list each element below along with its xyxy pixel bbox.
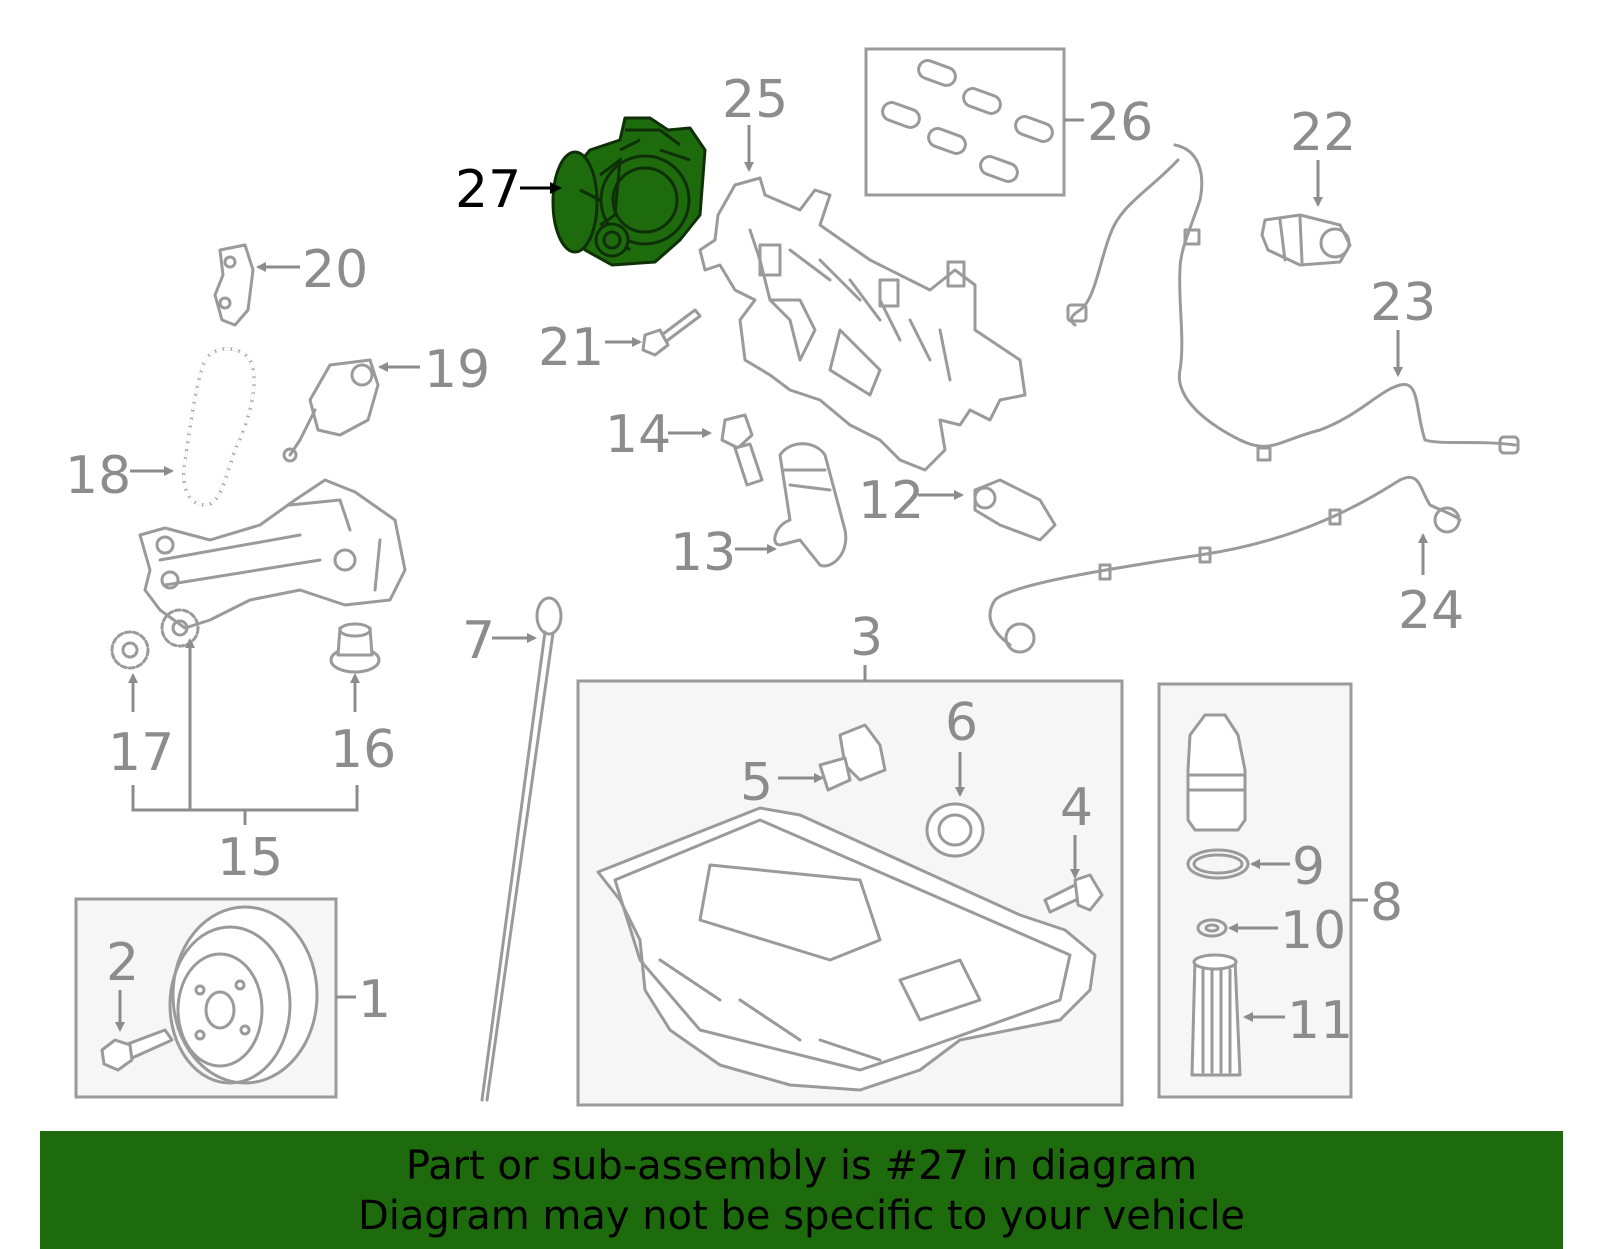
part-7-dipstick[interactable]	[480, 596, 563, 1102]
part-9-oring[interactable]	[1186, 848, 1250, 880]
callout-27-label: 27	[455, 160, 521, 220]
part-17-sprocket[interactable]	[110, 630, 150, 670]
callout-13-label: 13	[670, 523, 736, 583]
callout-10-label: 10	[1280, 901, 1346, 961]
callout-2-label: 2	[106, 933, 139, 993]
part-19-tensioner[interactable]	[282, 358, 380, 463]
callout-17-label: 17	[108, 723, 174, 783]
callout-26: 26	[1064, 93, 1153, 153]
callout-11-label: 11	[1287, 991, 1353, 1051]
part-8-filter-housing[interactable]	[1186, 713, 1247, 832]
callout-11: 11	[1243, 991, 1353, 1051]
callout-24: 24	[1398, 533, 1464, 641]
part-4-drain-bolt[interactable]	[1043, 873, 1104, 914]
callout-23: 23	[1370, 273, 1436, 377]
callout-1-label: 1	[358, 970, 391, 1030]
callout-21: 21	[538, 318, 642, 378]
part-26-gasket-set[interactable]	[864, 47, 1066, 197]
callout-3: 3	[850, 608, 883, 681]
callout-26-label: 26	[1087, 93, 1153, 153]
part-3-oil-pan[interactable]	[596, 806, 1097, 1092]
banner-line-2: Diagram may not be specific to your vehi…	[357, 1193, 1246, 1239]
part-11-filter-element[interactable]	[1190, 953, 1242, 1077]
callout-22: 22	[1290, 103, 1356, 207]
callout-21-label: 21	[538, 318, 604, 378]
callout-6-label: 6	[945, 693, 978, 753]
part-27-throttle-body[interactable]	[551, 116, 707, 267]
callout-10: 10	[1228, 901, 1346, 961]
part-2-bolt[interactable]	[100, 1028, 174, 1072]
callout-8: 8	[1351, 873, 1403, 933]
callout-19: 19	[378, 340, 490, 400]
callout-16-label: 16	[330, 720, 396, 780]
callout-12: 12	[858, 471, 964, 531]
part-14-bolt[interactable]	[720, 413, 764, 487]
callout-14: 14	[605, 405, 712, 465]
callout-9: 9	[1250, 837, 1325, 897]
callout-15-label: 15	[217, 828, 283, 888]
banner-line-1: Part or sub-assembly is #27 in diagram	[405, 1143, 1198, 1189]
part-5-plug[interactable]	[818, 723, 887, 792]
callout-16: 16	[330, 673, 396, 780]
callout-2: 2	[106, 933, 139, 1032]
callout-3-label: 3	[850, 608, 883, 668]
part-20-guide[interactable]	[213, 243, 255, 327]
part-1-pulley[interactable]	[168, 905, 319, 1085]
callout-20: 20	[256, 240, 368, 300]
callout-6: 6	[945, 693, 978, 797]
part-15-sprocket[interactable]	[160, 608, 200, 648]
callout-19-label: 19	[424, 340, 490, 400]
callout-25: 25	[722, 70, 788, 172]
callout-20-label: 20	[302, 240, 368, 300]
callout-22-label: 22	[1290, 103, 1356, 163]
callout-4: 4	[1060, 778, 1093, 879]
callout-13: 13	[670, 523, 777, 583]
callout-23-label: 23	[1370, 273, 1436, 333]
part-16-plug[interactable]	[329, 622, 381, 674]
part-13-solenoid[interactable]	[773, 442, 848, 568]
info-banner: Part or sub-assembly is #27 in diagram D…	[40, 1131, 1563, 1249]
part-12-sensor[interactable]	[973, 478, 1057, 542]
callout-24-label: 24	[1398, 581, 1464, 641]
callout-9-label: 9	[1292, 837, 1325, 897]
callout-8-label: 8	[1370, 873, 1403, 933]
callout-1: 1	[336, 970, 391, 1030]
callout-7-label: 7	[462, 611, 495, 671]
callout-27: 27	[455, 160, 562, 220]
part-25-intake-manifold[interactable]	[698, 176, 1027, 472]
callout-18-label: 18	[65, 446, 131, 506]
callout-5: 5	[740, 753, 824, 813]
wiring-harness-upper	[1066, 143, 1520, 462]
callout-17: 17	[108, 673, 174, 783]
callout-25-label: 25	[722, 70, 788, 130]
part-10-washer[interactable]	[1196, 918, 1228, 938]
part-24-harness[interactable]	[988, 476, 1462, 654]
part-22-sensor[interactable]	[1260, 213, 1352, 267]
callout-14-label: 14	[605, 405, 671, 465]
callout-5-label: 5	[740, 753, 773, 813]
callout-4-label: 4	[1060, 778, 1093, 838]
part-15-oil-pump[interactable]	[138, 478, 407, 630]
callout-18: 18	[65, 446, 174, 506]
callout-7: 7	[462, 611, 537, 671]
part-6-plug[interactable]	[925, 802, 985, 858]
callout-15: 15	[131, 638, 359, 888]
callout-12-label: 12	[858, 471, 924, 531]
part-21-bolt[interactable]	[641, 308, 702, 357]
part-18-chain[interactable]	[182, 347, 256, 507]
